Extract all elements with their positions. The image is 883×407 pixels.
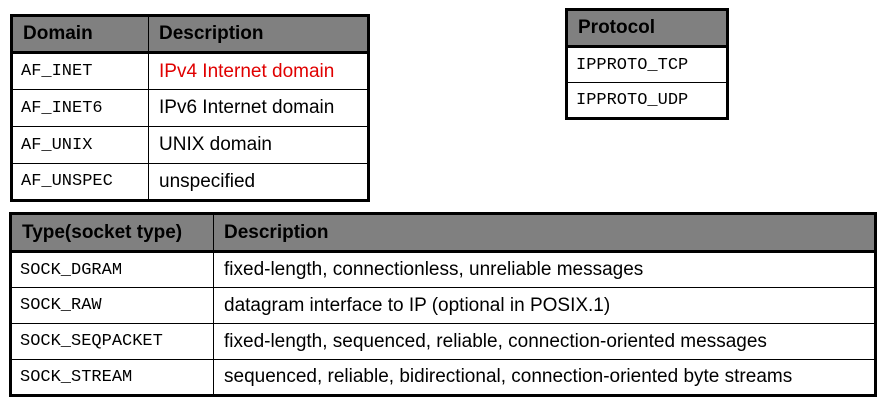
- domain-description-cell: unspecified: [148, 163, 369, 201]
- protocol-name-cell: IPPROTO_TCP: [566, 46, 728, 83]
- type-table-header-row: Type(socket type) Description: [10, 213, 876, 253]
- domain-description-cell: IPv6 Internet domain: [148, 89, 369, 127]
- type-column-header: Type(socket type): [10, 213, 214, 253]
- protocol-table-header-row: Protocol: [566, 9, 728, 48]
- socket-type-description-cell: sequenced, reliable, bidirectional, conn…: [213, 359, 876, 396]
- socket-type-cell: SOCK_DGRAM: [10, 251, 214, 288]
- domain-description-cell: UNIX domain: [148, 126, 369, 164]
- table-row: SOCK_STREAM sequenced, reliable, bidirec…: [10, 359, 876, 396]
- domain-column-header: Domain: [11, 15, 149, 54]
- table-row: AF_INET6 IPv6 Internet domain: [11, 89, 369, 127]
- table-row: AF_INET IPv4 Internet domain: [11, 52, 369, 90]
- domain-table: Domain Description AF_INET IPv4 Internet…: [10, 14, 370, 202]
- type-description-column-header: Description: [213, 213, 876, 253]
- table-row: AF_UNIX UNIX domain: [11, 126, 369, 164]
- table-row: IPPROTO_UDP: [566, 82, 728, 119]
- description-column-header: Description: [148, 15, 369, 54]
- socket-type-description-cell: fixed-length, sequenced, reliable, conne…: [213, 323, 876, 360]
- socket-type-cell: SOCK_SEQPACKET: [10, 323, 214, 360]
- domain-name-cell: AF_INET: [11, 52, 149, 90]
- protocol-column-header: Protocol: [566, 9, 728, 48]
- table-row: AF_UNSPEC unspecified: [11, 163, 369, 201]
- table-row: SOCK_DGRAM fixed-length, connectionless,…: [10, 251, 876, 288]
- table-row: SOCK_RAW datagram interface to IP (optio…: [10, 287, 876, 324]
- domain-name-cell: AF_UNSPEC: [11, 163, 149, 201]
- domain-name-cell: AF_UNIX: [11, 126, 149, 164]
- socket-type-description-cell: datagram interface to IP (optional in PO…: [213, 287, 876, 324]
- table-row: SOCK_SEQPACKET fixed-length, sequenced, …: [10, 323, 876, 360]
- domain-description-cell: IPv4 Internet domain: [148, 52, 369, 90]
- table-row: IPPROTO_TCP: [566, 46, 728, 83]
- protocol-name-cell: IPPROTO_UDP: [566, 82, 728, 119]
- socket-type-cell: SOCK_RAW: [10, 287, 214, 324]
- protocol-table: Protocol IPPROTO_TCP IPPROTO_UDP: [565, 8, 729, 120]
- socket-type-description-cell: fixed-length, connectionless, unreliable…: [213, 251, 876, 288]
- domain-table-header-row: Domain Description: [11, 15, 369, 54]
- socket-type-table: Type(socket type) Description SOCK_DGRAM…: [9, 212, 877, 397]
- domain-name-cell: AF_INET6: [11, 89, 149, 127]
- socket-type-cell: SOCK_STREAM: [10, 359, 214, 396]
